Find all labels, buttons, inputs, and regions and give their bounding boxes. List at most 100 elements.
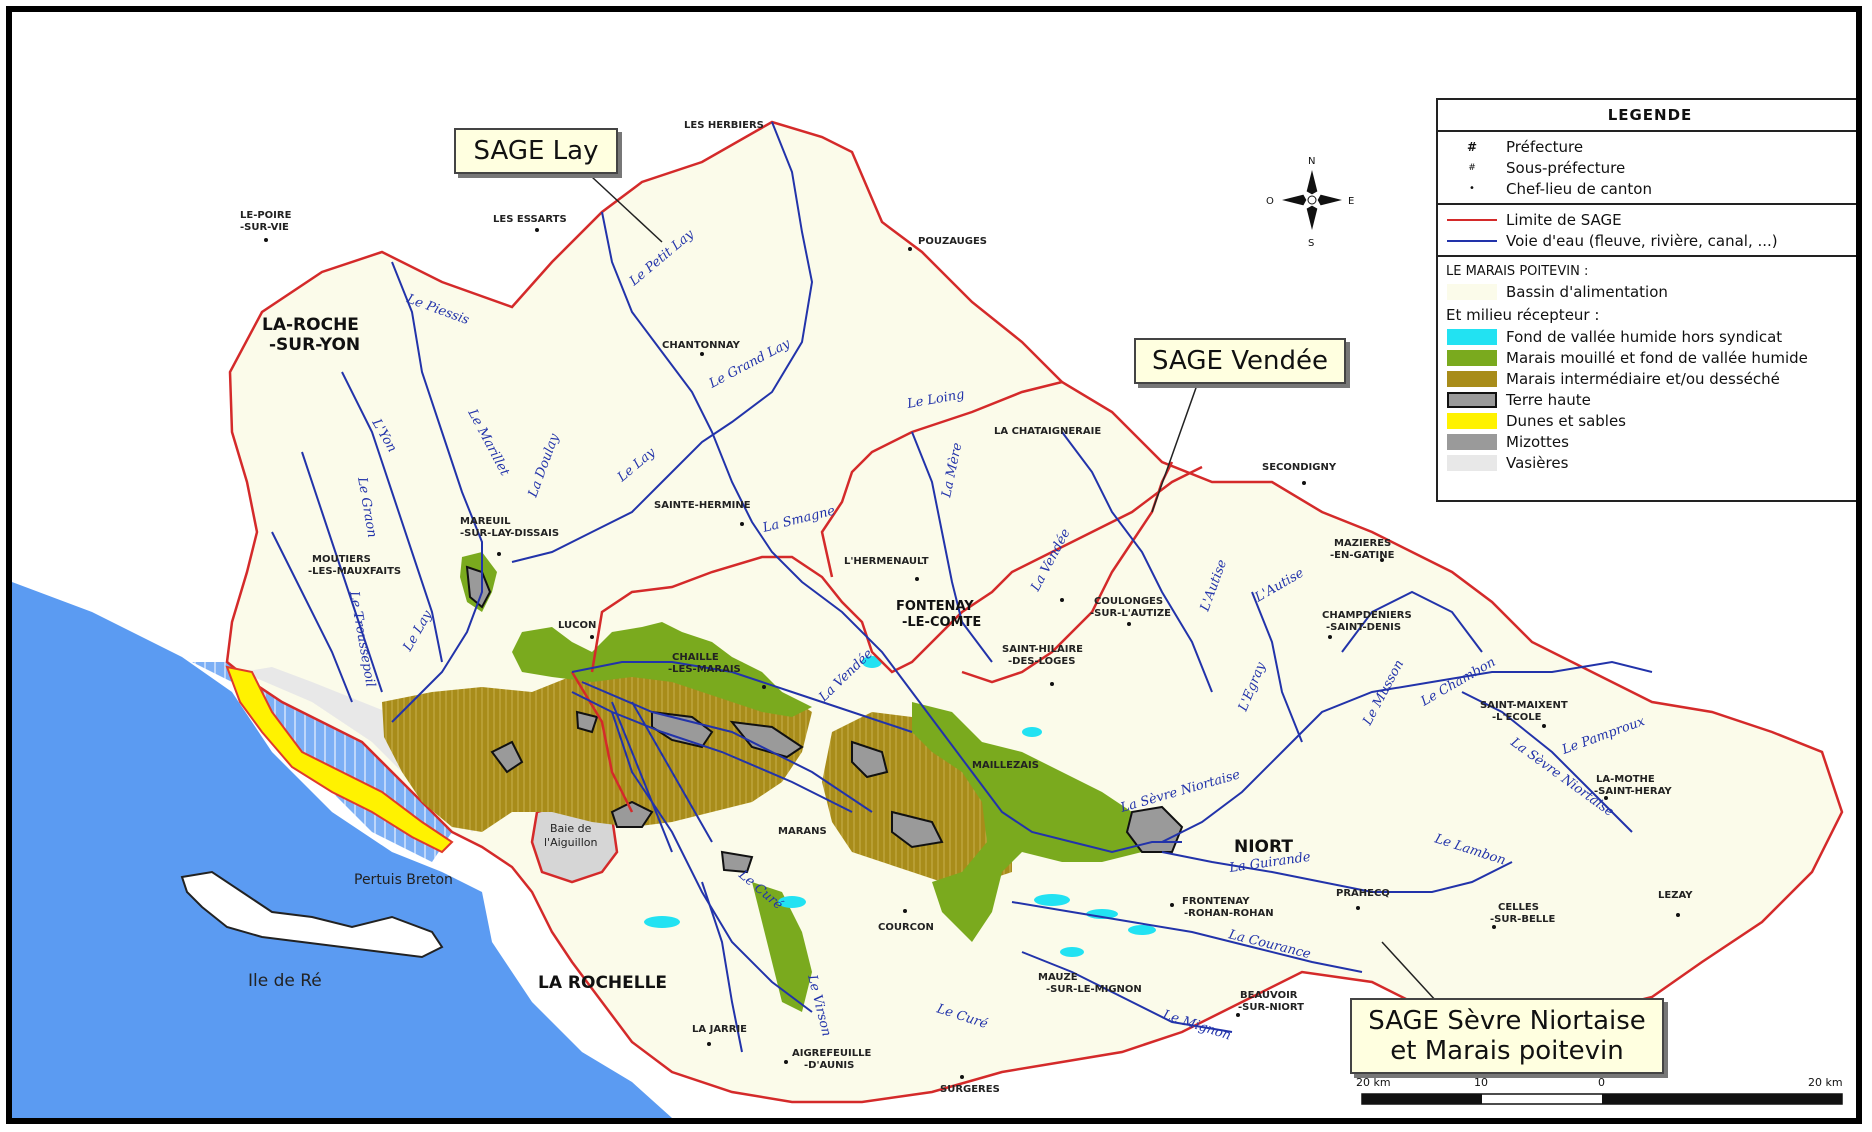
- legend-row-sous-prefecture: # Sous-préfecture: [1446, 157, 1854, 178]
- town-markers: [264, 228, 1680, 1079]
- scale-bar: 20 km 10 0 20 km: [1356, 1076, 1843, 1105]
- fond-vallee-swatch-icon: [1446, 328, 1498, 345]
- place-mareuil-2: -SUR-LAY-DISSAIS: [460, 528, 559, 539]
- place-mauze: MAUZE: [1038, 972, 1078, 983]
- vasieres-swatch-icon: [1446, 454, 1498, 471]
- place-ile-de-re: Ile de Ré: [248, 971, 322, 991]
- legend-marais-heading: LE MARAIS POITEVIN :: [1446, 264, 1589, 279]
- legend-label-bassin: Bassin d'alimentation: [1506, 282, 1668, 301]
- compass-rose: N S E O: [1266, 156, 1354, 249]
- scale-label-1: 10: [1474, 1076, 1488, 1089]
- place-champdeniers: CHAMPDENIERS: [1322, 610, 1412, 621]
- place-sainte-hermine: SAINTE-HERMINE: [654, 500, 751, 511]
- place-la-rochelle: LA ROCHELLE: [538, 973, 667, 993]
- legend-row-prefecture: # Préfecture: [1446, 136, 1854, 157]
- place-surgeres: SURGERES: [940, 1084, 1000, 1095]
- marais-mouille-east: [912, 702, 1162, 942]
- place-chantonnay: CHANTONNAY: [662, 340, 741, 351]
- sage-boundaries: [570, 380, 1203, 813]
- callout-sage-sevre-line2: et Marais poitevin: [1390, 1036, 1624, 1066]
- sea: [12, 582, 672, 1118]
- place-les-herbiers: LES HERBIERS: [684, 120, 764, 131]
- place-fontenay: FONTENAY: [896, 599, 974, 614]
- terre-haute-swatch-icon: [1446, 391, 1498, 408]
- legend-row-mizottes: Mizottes: [1446, 431, 1854, 452]
- place-secondigny: SECONDIGNY: [1262, 462, 1337, 473]
- legend-label-terre-haute: Terre haute: [1506, 390, 1591, 409]
- scale-label-3: 20 km: [1808, 1076, 1843, 1089]
- marais-mouille-south: [752, 882, 812, 1012]
- wet-valley-patches: [644, 656, 1156, 957]
- place-lezay: LEZAY: [1658, 890, 1693, 901]
- legend-zones: LE MARAIS POITEVIN : Bassin d'alimentati…: [1438, 257, 1856, 477]
- place-la-mothe-2: -SAINT-HERAY: [1594, 786, 1672, 797]
- place-coulonges: COULONGES: [1094, 596, 1163, 607]
- place-fontenay-2: -LE-COMTE: [902, 615, 981, 630]
- place-coulonges-2: -SUR-L'AUTIZE: [1090, 608, 1171, 619]
- place-la-roche-2: -SUR-YON: [269, 335, 360, 355]
- place-les-essarts: LES ESSARTS: [493, 214, 567, 225]
- place-aigrefeuille: AIGREFEUILLE: [792, 1048, 871, 1059]
- terre-haute-islands: [465, 565, 1184, 874]
- compass-s: S: [1308, 238, 1314, 249]
- callout-sage-sevre: SAGE Sèvre Niortaise et Marais poitevin: [1350, 998, 1664, 1074]
- place-mazieres-2: -EN-GATINE: [1330, 550, 1395, 561]
- place-celles-2: -SUR-BELLE: [1490, 914, 1556, 925]
- place-beauvoir: BEAUVOIR: [1240, 990, 1298, 1001]
- place-chaille-2: -LES-MARAIS: [668, 664, 741, 675]
- place-marans: MARANS: [778, 826, 827, 837]
- legend-title: LEGENDE: [1438, 100, 1856, 132]
- marais-mouille-swatch-icon: [1446, 349, 1498, 366]
- dunes-swatch-icon: [1446, 412, 1498, 429]
- place-mareuil: MAREUIL: [460, 516, 511, 527]
- callout-sage-vendee: SAGE Vendée: [1134, 338, 1346, 384]
- place-mazieres: MAZIERES: [1334, 538, 1391, 549]
- place-le-poire-2: -SUR-VIE: [240, 222, 289, 233]
- legend-label-prefecture: Préfecture: [1506, 137, 1584, 156]
- legend-row-terre-haute: Terre haute: [1446, 389, 1854, 410]
- map-canvas[interactable]: N S E O 20 km 10 0 20 km LES HERBIERS LE…: [12, 12, 1856, 1118]
- place-moutiers-2: -LES-MAUXFAITS: [308, 566, 401, 577]
- place-aigrefeuille-2: -D'AUNIS: [804, 1060, 854, 1071]
- place-mauze-2: -SUR-LE-MIGNON: [1046, 984, 1142, 995]
- place-baie: Baie de: [550, 822, 592, 835]
- callout-leaders: [591, 176, 1438, 1003]
- waterways: [271, 121, 1653, 1053]
- place-lhermenault: L'HERMENAULT: [844, 556, 929, 567]
- place-maillezais: MAILLEZAIS: [972, 760, 1039, 771]
- place-chaille: CHAILLE: [672, 652, 719, 663]
- sous-prefecture-symbol-icon: #: [1468, 162, 1476, 173]
- place-baie-2: l'Aiguillon: [544, 836, 598, 849]
- prefecture-symbol-icon: #: [1466, 139, 1478, 154]
- legend-row-dunes: Dunes et sables: [1446, 410, 1854, 431]
- place-lucon: LUCON: [558, 620, 596, 631]
- compass-e: E: [1348, 196, 1354, 207]
- place-frontenay: FRONTENAY: [1182, 896, 1250, 907]
- callout-sage-sevre-line1: SAGE Sèvre Niortaise: [1368, 1006, 1646, 1036]
- place-st-hilaire: SAINT-HILAIRE: [1002, 644, 1083, 655]
- legend-label-vasieres: Vasières: [1506, 453, 1569, 472]
- place-pertuis: Pertuis Breton: [354, 872, 453, 888]
- legend-label-dunes: Dunes et sables: [1506, 411, 1626, 430]
- place-st-hilaire-2: -DES-LOGES: [1008, 656, 1075, 667]
- place-pouzauges: POUZAUGES: [918, 236, 987, 247]
- place-la-chataigneraie: LA CHATAIGNERAIE: [994, 426, 1101, 437]
- place-la-roche: LA-ROCHE: [262, 315, 359, 335]
- legend-label-limite: Limite de SAGE: [1506, 210, 1622, 229]
- place-le-poire: LE-POIRE: [240, 210, 292, 221]
- map-legend: LEGENDE # Préfecture # Sous-préfecture •…: [1436, 98, 1856, 502]
- marais-mouille-north: [512, 622, 812, 717]
- place-niort: NIORT: [1234, 837, 1293, 857]
- sage-limit-line-icon: [1446, 218, 1498, 221]
- legend-lines: Limite de SAGE Voie d'eau (fleuve, riviè…: [1438, 205, 1856, 257]
- place-beauvoir-2: -SUR-NIORT: [1238, 1002, 1304, 1013]
- callout-sage-lay: SAGE Lay: [454, 128, 618, 174]
- legend-row-fond-vallee: Fond de vallée humide hors syndicat: [1446, 326, 1854, 347]
- legend-row-bassin: Bassin d'alimentation: [1446, 281, 1854, 302]
- legend-label-marais-mouille: Marais mouillé et fond de vallée humide: [1506, 348, 1808, 367]
- place-frontenay-2: -ROHAN-ROHAN: [1184, 908, 1274, 919]
- callout-sage-lay-text: SAGE Lay: [473, 136, 599, 166]
- place-champdeniers-2: -SAINT-DENIS: [1326, 622, 1401, 633]
- legend-label-chef-lieu: Chef-lieu de canton: [1506, 179, 1652, 198]
- compass-n: N: [1308, 156, 1315, 167]
